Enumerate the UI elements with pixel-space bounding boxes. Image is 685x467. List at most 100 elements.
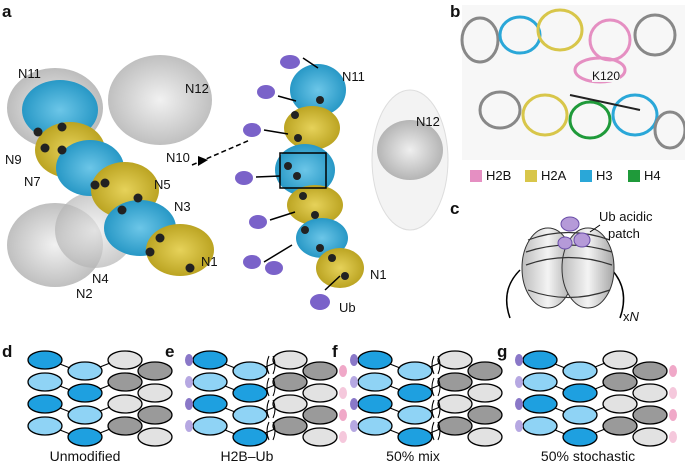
paren-mark bbox=[431, 355, 435, 375]
nucleosome-f bbox=[437, 416, 473, 436]
nucleosome-e bbox=[232, 383, 268, 403]
ubiquitin-mark bbox=[515, 420, 523, 432]
ubiquitin-mark bbox=[339, 365, 347, 377]
multiplier-prefix: x bbox=[623, 309, 630, 324]
paren-mark bbox=[272, 355, 276, 375]
linker-dna bbox=[594, 406, 606, 412]
label-left-N4: N4 bbox=[92, 271, 109, 286]
view-direction-arrow bbox=[191, 139, 251, 166]
ubiquitin-mark bbox=[350, 398, 358, 410]
nucleosome-g bbox=[602, 394, 638, 414]
nucleosome-e bbox=[302, 405, 338, 425]
ubiquitin-mark bbox=[185, 420, 193, 432]
nucleosome-f bbox=[357, 350, 393, 370]
linker-dna bbox=[59, 407, 71, 413]
nucleosome-schematic bbox=[505, 216, 625, 319]
label-right-N11: N11 bbox=[342, 69, 365, 84]
panel-label-c: c bbox=[450, 199, 460, 218]
label-left-N11: N11 bbox=[18, 66, 41, 81]
nucleosome-d bbox=[67, 427, 103, 447]
ubiquitin-mark bbox=[339, 387, 347, 399]
label-left-N3: N3 bbox=[174, 199, 191, 214]
nucleosome-d bbox=[67, 361, 103, 381]
nucleosome-g bbox=[632, 361, 668, 381]
paren-mark bbox=[266, 421, 270, 441]
linker-dna bbox=[59, 385, 71, 391]
caption-unmodified: Unmodified bbox=[49, 448, 121, 464]
nucleosome-e bbox=[272, 372, 308, 392]
paren-mark bbox=[431, 399, 435, 419]
legend-item-h2a: H2A bbox=[525, 168, 566, 183]
ubiquitin-mark bbox=[515, 398, 523, 410]
label-left-N7: N7 bbox=[24, 174, 41, 189]
ubiquitin-mark bbox=[185, 376, 193, 388]
paren-mark bbox=[431, 377, 435, 397]
nucleosome-e bbox=[272, 416, 308, 436]
nucleosome-g bbox=[562, 427, 598, 447]
nucleosome-g bbox=[632, 427, 668, 447]
ubiquitin-mark bbox=[350, 420, 358, 432]
nucleosome-g bbox=[522, 394, 558, 414]
nucleosome-f bbox=[437, 394, 473, 414]
linker-dna bbox=[99, 362, 111, 368]
nucleosome-d bbox=[137, 383, 173, 403]
panel-label-d: d bbox=[2, 342, 13, 361]
nucleosome-e bbox=[192, 350, 228, 370]
linker-dna bbox=[59, 429, 71, 435]
linker-dna bbox=[59, 363, 71, 369]
nucleosome-e bbox=[192, 372, 228, 392]
nucleosome-d bbox=[137, 405, 173, 425]
nucleosome-g bbox=[602, 350, 638, 370]
linker-dna bbox=[554, 429, 566, 435]
linker-dna bbox=[389, 385, 401, 391]
nucleosome-e bbox=[192, 394, 228, 414]
linker-dna bbox=[224, 363, 236, 369]
linker-dna bbox=[594, 362, 606, 368]
nucleosome-f bbox=[437, 350, 473, 370]
multiplier-variable: N bbox=[629, 309, 639, 324]
legend-swatch bbox=[628, 169, 640, 182]
paren-mark bbox=[272, 421, 276, 441]
ubiquitin-mark bbox=[339, 409, 347, 421]
linker-dna bbox=[99, 406, 111, 412]
linker-dna bbox=[389, 429, 401, 435]
ubiquitin-mark bbox=[185, 354, 193, 366]
nucleosome-d bbox=[67, 405, 103, 425]
linker-dna bbox=[224, 407, 236, 413]
legend-label: H2A bbox=[541, 168, 567, 183]
panel-label-a: a bbox=[2, 2, 12, 21]
nucleosome-e bbox=[272, 350, 308, 370]
panel-label-f: f bbox=[332, 342, 338, 361]
label-right-N1: N1 bbox=[370, 267, 387, 282]
nucleosome-d bbox=[67, 383, 103, 403]
nucleosome-array-left bbox=[7, 55, 214, 287]
label-right-N12: N12 bbox=[416, 114, 440, 129]
nucleosome-array-right bbox=[235, 55, 449, 310]
nucleosome-d bbox=[137, 427, 173, 447]
nucleosome-f bbox=[397, 405, 433, 425]
nucleosome-d bbox=[27, 394, 63, 414]
label-left-N10: N10 bbox=[166, 150, 190, 165]
ubiquitin-mark bbox=[669, 365, 677, 377]
residue-label: K120 bbox=[592, 69, 621, 83]
nucleosome-f bbox=[467, 361, 503, 381]
nucleosome-f bbox=[437, 372, 473, 392]
linker-dna bbox=[224, 429, 236, 435]
legend-item-h4: H4 bbox=[628, 168, 661, 183]
nucleosome-f bbox=[357, 394, 393, 414]
label-right-Ub: Ub bbox=[339, 300, 356, 315]
linker-dna bbox=[594, 428, 606, 434]
paren-mark bbox=[266, 399, 270, 419]
nucleosome-g bbox=[562, 405, 598, 425]
nucleosome-f bbox=[467, 383, 503, 403]
linker-dna bbox=[99, 428, 111, 434]
paren-mark bbox=[437, 421, 441, 441]
nucleosome-g bbox=[562, 361, 598, 381]
ubiquitin-mark bbox=[339, 431, 347, 443]
nucleosome-d bbox=[107, 416, 143, 436]
label-left-N1: N1 bbox=[201, 254, 218, 269]
linker-dna bbox=[554, 385, 566, 391]
nucleosome-e bbox=[302, 427, 338, 447]
nucleosome-f bbox=[357, 416, 393, 436]
